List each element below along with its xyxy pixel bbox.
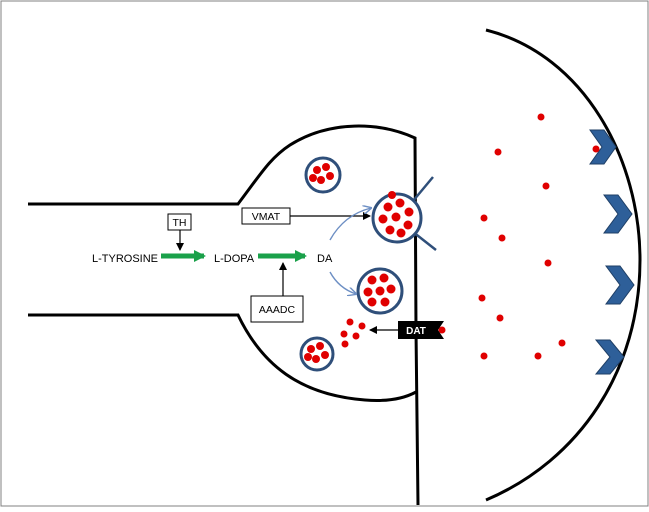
da-to-storage-vesicle-arrow (329, 271, 356, 294)
dopamine-molecule-icon (558, 339, 566, 347)
cytosolic-dopamine (340, 318, 366, 348)
synaptic-dopamine (438, 113, 600, 360)
transporter-icon (398, 321, 444, 339)
da-label: DA (317, 253, 333, 265)
dopamine-molecule-icon (494, 148, 502, 156)
da-to-vesicle-arrow (329, 208, 371, 241)
th-enzyme-label: TH (173, 217, 187, 229)
postsynaptic-membrane (485, 28, 642, 502)
dopamine-molecule-icon (438, 326, 446, 334)
dopamine-molecule-icon (478, 294, 486, 302)
vesicle-bottom (299, 336, 335, 372)
dopamine-molecule-icon (592, 145, 600, 153)
dopamine-molecule-icon (496, 314, 504, 322)
receptor-icon (603, 194, 633, 234)
dopamine-molecule-icon (542, 182, 550, 190)
dopamine-molecule-icon (480, 214, 488, 222)
vesicle-middle (356, 267, 404, 315)
l-dopa-label: L-DOPA (214, 253, 255, 265)
receptor-icon (594, 339, 625, 375)
vesicle-top (304, 156, 342, 194)
dopamine-molecule-icon (498, 234, 506, 242)
aaadc-box (250, 295, 304, 323)
l-tyrosine-label: L-TYROSINE (92, 253, 158, 265)
presynaptic-terminal-outline (28, 124, 420, 506)
dopamine-molecule-icon (534, 352, 542, 360)
receptor-icon (589, 129, 617, 165)
dopamine-molecule-icon (537, 113, 545, 121)
presynaptic-axon-lower-outline (28, 313, 417, 402)
dopamine-molecule-icon (480, 352, 488, 360)
vmat-label: VMAT (252, 211, 281, 223)
dat-label: DAT (406, 326, 426, 337)
aaadc-label: AAADC (259, 304, 296, 316)
dopamine-molecule-icon (544, 259, 552, 267)
receptor-icon (605, 265, 635, 305)
fusing-vesicle (371, 176, 437, 251)
